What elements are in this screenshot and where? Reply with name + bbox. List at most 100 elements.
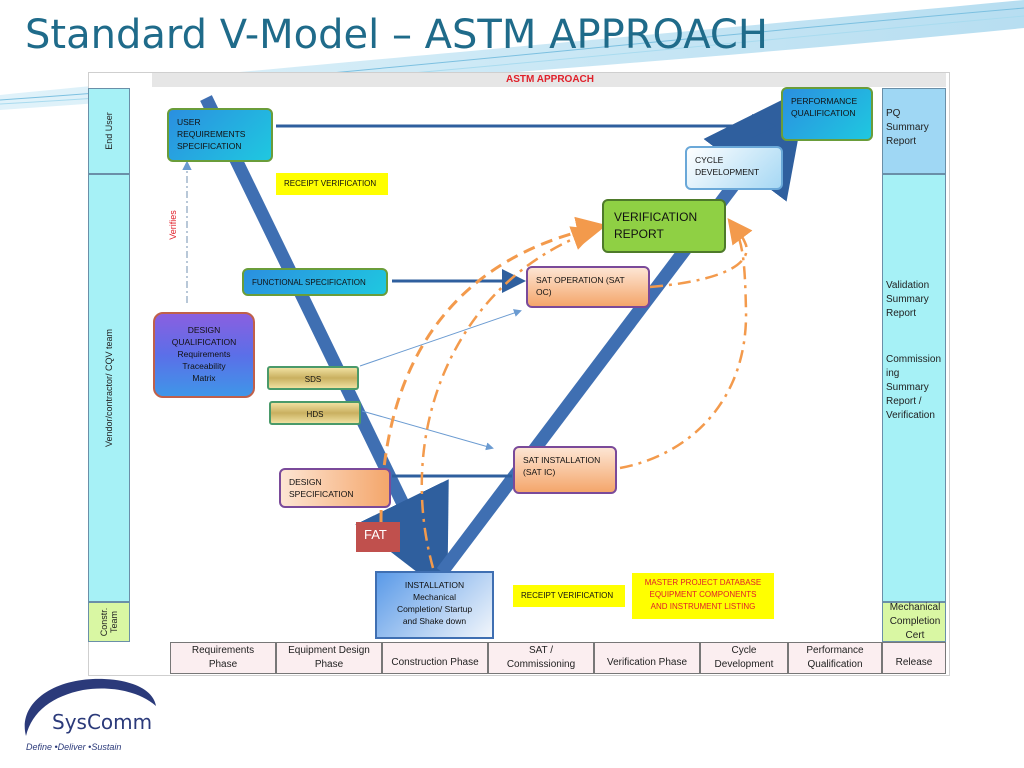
text-line: DEVELOPMENT <box>695 167 760 177</box>
syscomm-logo-swoosh <box>24 678 156 736</box>
text-line: Traceability <box>182 361 226 371</box>
text-line: Mechanical <box>889 602 941 613</box>
fat-box[interactable]: FAT <box>356 522 400 552</box>
sat-installation-box[interactable]: SAT INSTALLATION (SAT IC) <box>513 446 617 494</box>
slide-title: Standard V-Model – ASTM APPROACH <box>25 12 768 58</box>
design-spec-box[interactable]: DESIGN SPECIFICATION <box>279 468 391 508</box>
text-line: Verification <box>886 410 935 421</box>
right-pq: PQ Summary Report <box>882 88 946 174</box>
text-line: Report <box>886 136 917 147</box>
text-line: ing <box>886 368 900 379</box>
diagram-title-bar <box>152 73 946 87</box>
text-line: QUALIFICATION <box>171 337 237 347</box>
text-line: SAT INSTALLATION <box>523 455 601 465</box>
text-line: Mechanical <box>413 592 456 602</box>
text-line: Validation <box>886 280 930 291</box>
text-line: Phase <box>208 659 238 670</box>
text-line: USER <box>177 117 201 127</box>
arrow-sds-to-sat-oc <box>359 309 522 367</box>
text-line: PERFORMANCE <box>791 96 858 106</box>
receipt-verification-bottom: RECEIPT VERIFICATION <box>513 585 625 607</box>
right-validation: Validation Summary Report Commission ing… <box>882 174 946 602</box>
text-line: Development <box>714 659 774 670</box>
text-line: Equipment Design <box>288 645 370 656</box>
text-line: Phase <box>314 659 344 670</box>
v-left-arm <box>200 95 449 596</box>
right-validation-text: Validation Summary Report <box>886 279 929 321</box>
text-line: Commissioning <box>506 659 576 670</box>
text-line: Completion <box>889 616 941 627</box>
text-line: SPECIFICATION <box>177 141 242 151</box>
text-line: Construction Phase <box>391 657 479 668</box>
cycle-development-box[interactable]: CYCLE DEVELOPMENT <box>685 146 783 190</box>
text-line: Commission <box>886 354 942 365</box>
text-line: SAT OPERATION (SAT <box>536 275 625 285</box>
arrow-installation-to-verification <box>420 226 598 569</box>
text-line: Requirements <box>177 349 231 359</box>
lane-vendor: Vendor/contractor/ CQV team <box>88 174 130 602</box>
text-line: and Shake down <box>402 616 467 626</box>
arrow-fat-to-verification <box>379 216 607 523</box>
text-line: REPORT <box>614 227 664 241</box>
right-mechanical-text: Mechanical Completion Cert <box>886 601 944 643</box>
performance-qualification-box[interactable]: PERFORMANCE QUALIFICATION <box>781 87 873 141</box>
text-line: OC) <box>536 287 552 297</box>
phase-sat-commissioning: SAT / Commissioning <box>488 642 594 674</box>
text-line: Completion/ Startup <box>396 604 473 614</box>
functional-spec-box[interactable]: FUNCTIONAL SPECIFICATION <box>242 268 388 296</box>
text-line: PQ <box>886 108 901 119</box>
text-line: Verification Phase <box>606 657 688 668</box>
text-line: Cycle <box>731 645 757 656</box>
text-line: QUALIFICATION <box>791 108 856 118</box>
right-mechanical: Mechanical Completion Cert <box>882 602 946 642</box>
text-line: Matrix <box>192 373 216 383</box>
logo-tagline: Define •Deliver •Sustain <box>26 742 122 752</box>
text-line: Cert <box>905 630 925 641</box>
arrow-hds-to-sat-ic <box>361 410 494 451</box>
text-line: Performance <box>806 645 864 656</box>
right-pq-text: PQ Summary Report <box>886 107 929 149</box>
sds-box[interactable]: SDS <box>267 366 359 390</box>
text-line: EQUIPMENT COMPONENTS <box>649 590 757 599</box>
phase-release: Release <box>882 642 946 674</box>
text-line: Report <box>886 308 917 319</box>
text-line: Summary <box>886 122 929 133</box>
text-line: MASTER PROJECT DATABASE <box>644 578 762 587</box>
text-line: SAT / <box>528 645 554 656</box>
text-line: AND INSTRUMENT LISTING <box>650 602 756 611</box>
text-line: Summary <box>886 382 929 393</box>
text-line: CYCLE <box>695 155 724 165</box>
right-commissioning-text: Commission ing Summary Report / Verifica… <box>886 353 941 423</box>
text-line: DESIGN <box>187 325 221 335</box>
sat-operation-box[interactable]: SAT OPERATION (SAT OC) <box>526 266 650 308</box>
text-line: REQUIREMENTS <box>177 129 246 139</box>
text-line: Requirements <box>191 645 255 656</box>
text-line: SPECIFICATION <box>289 489 354 499</box>
receipt-verification-top: RECEIPT VERIFICATION <box>276 173 388 195</box>
text-line: DESIGN <box>289 477 322 487</box>
arrow-sat-ic-to-verification <box>619 217 753 470</box>
installation-box[interactable]: INSTALLATION Mechanical Completion/ Star… <box>375 571 494 639</box>
logo-name: SysComm <box>52 710 153 734</box>
text-line: Summary <box>886 294 929 305</box>
master-db-box: MASTER PROJECT DATABASE EQUIPMENT COMPON… <box>632 573 774 619</box>
text-line: INSTALLATION <box>404 580 465 590</box>
phase-construction: Construction Phase <box>382 642 488 674</box>
verifies-label: Verifies <box>167 210 178 240</box>
diagram-title: ASTM APPROACH <box>506 74 594 85</box>
phase-verification: Verification Phase <box>594 642 700 674</box>
user-requirements-box[interactable]: USER REQUIREMENTS SPECIFICATION <box>167 108 273 162</box>
text-line: VERIFICATION <box>614 210 698 224</box>
text-line: Release <box>895 657 933 668</box>
lane-constr: Constr. Team <box>88 602 130 642</box>
text-line: Report / <box>886 396 922 407</box>
text-line: Qualification <box>807 659 863 670</box>
verification-report-box[interactable]: VERIFICATION REPORT <box>602 199 726 253</box>
lane-end-user: End User <box>88 88 130 174</box>
hds-box[interactable]: HDS <box>269 401 361 425</box>
design-qualification-box[interactable]: DESIGN QUALIFICATION Requirements Tracea… <box>153 312 255 398</box>
